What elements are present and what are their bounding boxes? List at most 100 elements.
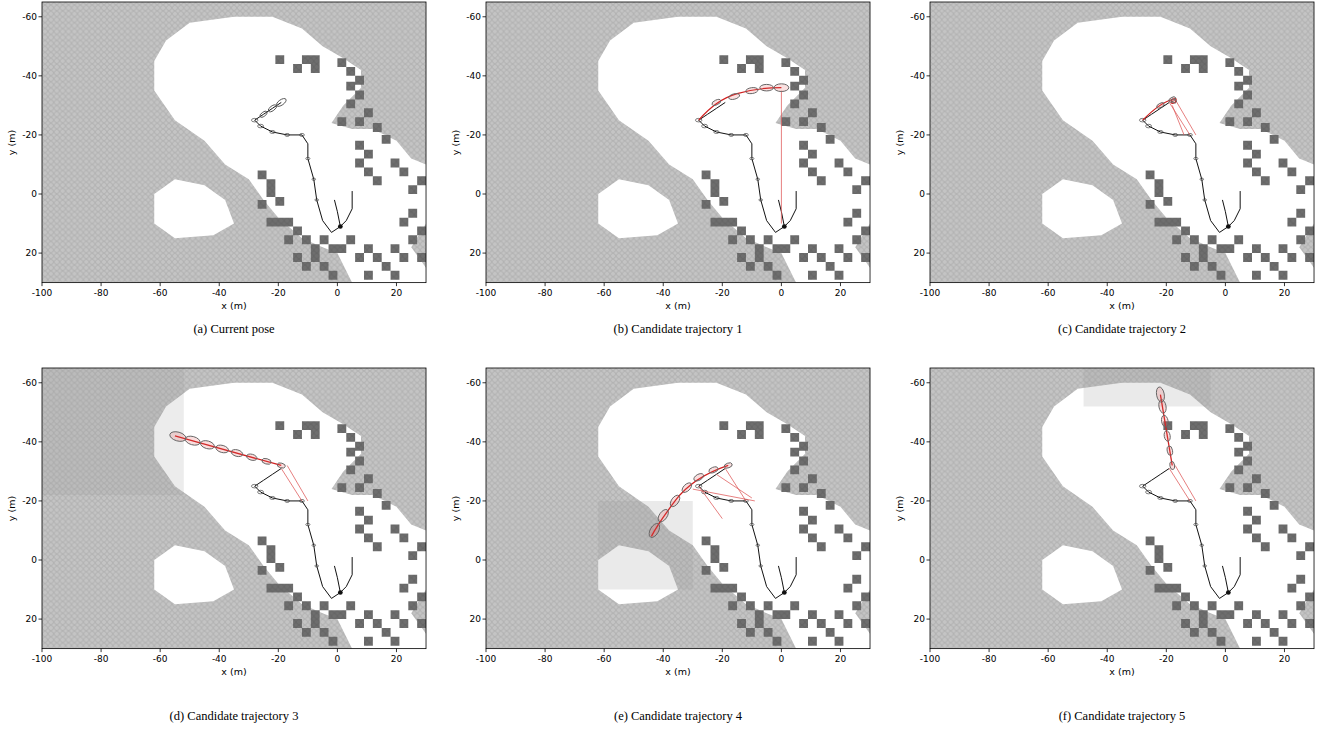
y-axis-title: y (m) bbox=[7, 496, 18, 521]
axes-frame bbox=[42, 368, 426, 649]
x-tick bbox=[930, 283, 931, 287]
x-tick bbox=[722, 283, 723, 287]
x-tick-label: -100 bbox=[920, 654, 940, 664]
y-tick-label: 0 bbox=[919, 189, 925, 199]
y-tick-label: 0 bbox=[31, 189, 37, 199]
y-tick bbox=[483, 560, 487, 561]
y-axis-title: y (m) bbox=[451, 496, 462, 521]
y-tick bbox=[483, 500, 487, 501]
x-tick-label: 0 bbox=[779, 288, 785, 298]
x-tick-label: -60 bbox=[1041, 288, 1056, 298]
x-tick-label: -100 bbox=[32, 654, 52, 664]
x-tick-label: 20 bbox=[835, 654, 846, 664]
x-tick bbox=[486, 649, 487, 653]
y-tick-label: -40 bbox=[22, 71, 37, 81]
x-tick-label: 0 bbox=[1223, 288, 1229, 298]
y-tick-label: -60 bbox=[22, 12, 37, 22]
x-tick-label: -60 bbox=[597, 654, 612, 664]
axes-frame bbox=[486, 368, 870, 649]
y-tick-label: -60 bbox=[466, 378, 481, 388]
x-tick-label: 0 bbox=[335, 654, 341, 664]
y-tick-label: -20 bbox=[22, 496, 37, 506]
subplot-caption: (b) Candidate trajectory 1 bbox=[614, 322, 743, 337]
map-panel bbox=[930, 368, 1314, 649]
x-tick-label: -60 bbox=[1041, 654, 1056, 664]
x-tick bbox=[663, 649, 664, 653]
x-tick bbox=[1107, 283, 1108, 287]
x-tick bbox=[545, 283, 546, 287]
y-tick bbox=[483, 382, 487, 383]
y-tick bbox=[39, 560, 43, 561]
y-tick bbox=[927, 560, 931, 561]
x-tick-label: -100 bbox=[920, 288, 940, 298]
x-tick bbox=[219, 283, 220, 287]
axes-frame bbox=[42, 2, 426, 283]
y-tick bbox=[39, 382, 43, 383]
y-tick-label: -60 bbox=[910, 12, 925, 22]
y-tick-label: 0 bbox=[475, 189, 481, 199]
x-tick bbox=[722, 649, 723, 653]
x-tick-label: -40 bbox=[656, 654, 671, 664]
subplot-caption: (d) Candidate trajectory 3 bbox=[170, 709, 299, 724]
x-tick-label: -80 bbox=[982, 288, 997, 298]
y-tick-label: 20 bbox=[26, 614, 37, 624]
y-tick bbox=[39, 134, 43, 135]
x-tick bbox=[1225, 283, 1226, 287]
x-tick bbox=[545, 649, 546, 653]
x-tick bbox=[278, 283, 279, 287]
y-tick bbox=[483, 619, 487, 620]
y-tick-label: -20 bbox=[22, 130, 37, 140]
x-tick-label: -40 bbox=[212, 654, 227, 664]
x-tick-label: -20 bbox=[1159, 288, 1174, 298]
y-tick bbox=[483, 194, 487, 195]
x-tick bbox=[160, 283, 161, 287]
y-tick bbox=[927, 253, 931, 254]
x-axis-title: x (m) bbox=[1109, 300, 1134, 311]
map-panel bbox=[486, 368, 870, 649]
y-tick bbox=[39, 619, 43, 620]
axes-frame bbox=[486, 2, 870, 283]
x-tick bbox=[278, 649, 279, 653]
x-tick bbox=[781, 649, 782, 653]
x-tick bbox=[989, 283, 990, 287]
y-tick-label: -20 bbox=[466, 130, 481, 140]
x-tick bbox=[219, 649, 220, 653]
x-tick-label: -100 bbox=[476, 288, 496, 298]
y-tick bbox=[927, 75, 931, 76]
y-tick-label: 0 bbox=[919, 555, 925, 565]
y-tick-label: -40 bbox=[466, 437, 481, 447]
y-tick-label: -40 bbox=[910, 71, 925, 81]
x-tick bbox=[396, 649, 397, 653]
x-tick bbox=[840, 283, 841, 287]
y-tick-label: -20 bbox=[910, 496, 925, 506]
x-tick bbox=[1107, 649, 1108, 653]
x-axis-title: x (m) bbox=[665, 300, 690, 311]
y-tick bbox=[39, 500, 43, 501]
y-tick bbox=[483, 16, 487, 17]
x-tick bbox=[101, 283, 102, 287]
x-tick bbox=[1048, 649, 1049, 653]
x-tick-label: 0 bbox=[1223, 654, 1229, 664]
x-tick-label: -80 bbox=[94, 654, 109, 664]
x-tick-label: 20 bbox=[1279, 654, 1290, 664]
x-tick bbox=[1225, 649, 1226, 653]
y-tick bbox=[927, 134, 931, 135]
x-tick bbox=[337, 649, 338, 653]
x-tick bbox=[42, 283, 43, 287]
map-panel bbox=[42, 368, 426, 649]
x-tick-label: 20 bbox=[835, 288, 846, 298]
map-panel bbox=[930, 2, 1314, 283]
y-axis-title: y (m) bbox=[451, 130, 462, 155]
subplot-caption: (f) Candidate trajectory 5 bbox=[1059, 709, 1186, 724]
x-tick bbox=[42, 649, 43, 653]
y-tick-label: 20 bbox=[914, 614, 925, 624]
y-tick-label: -60 bbox=[22, 378, 37, 388]
axes-frames bbox=[39, 2, 1315, 652]
y-tick-label: 20 bbox=[470, 614, 481, 624]
y-tick-label: -40 bbox=[466, 71, 481, 81]
axes-frame bbox=[930, 368, 1314, 649]
x-tick-label: -20 bbox=[271, 288, 286, 298]
x-tick-label: -80 bbox=[538, 654, 553, 664]
x-tick-label: -60 bbox=[153, 654, 168, 664]
y-tick bbox=[927, 441, 931, 442]
